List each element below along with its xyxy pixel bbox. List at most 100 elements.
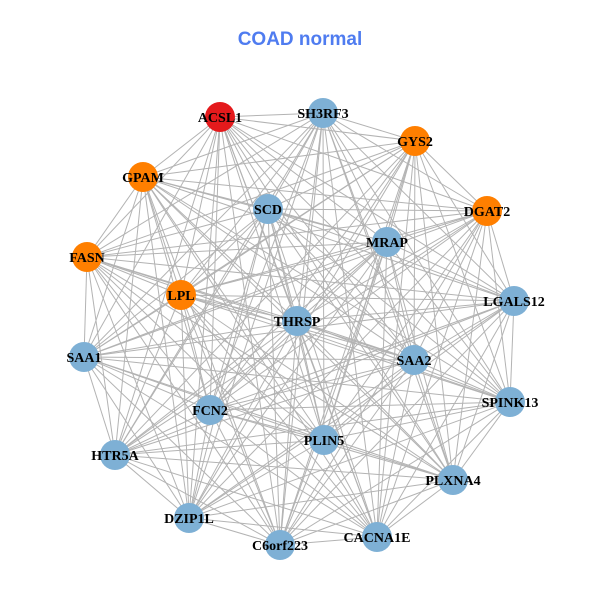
edge-DGAT2-FASN <box>86 210 488 258</box>
node-ACSL1[interactable]: ACSL1 <box>198 102 242 132</box>
edge-PLXNA4-CACNA1E <box>376 479 454 538</box>
edge-THRSP-HTR5A <box>114 320 298 456</box>
edge-GPAM-FASN <box>86 176 144 258</box>
node-circle[interactable] <box>128 162 158 192</box>
edge-ACSL1-HTR5A <box>114 116 221 456</box>
node-THRSP[interactable]: THRSP <box>274 306 321 336</box>
node-circle[interactable] <box>472 196 502 226</box>
edge-SH3RF3-THRSP <box>296 112 324 322</box>
edge-MRAP-LGALS12 <box>386 241 515 302</box>
edge-FCN2-HTR5A <box>114 409 211 456</box>
node-circle[interactable] <box>372 227 402 257</box>
edge-LPL-HTR5A <box>114 294 182 456</box>
edge-SAA1-SPINK13 <box>83 356 511 403</box>
node-SH3RF3[interactable]: SH3RF3 <box>297 98 349 128</box>
edge-SAA1-FCN2 <box>83 356 211 411</box>
edge-GYS2-SCD <box>267 140 416 210</box>
node-MRAP[interactable]: MRAP <box>366 227 408 257</box>
edge-GPAM-PLIN5 <box>142 176 325 441</box>
node-circle[interactable] <box>309 425 339 455</box>
node-label: C6orf223 <box>252 539 308 554</box>
edge-DGAT2-CACNA1E <box>376 210 488 538</box>
node-FASN[interactable]: FASN <box>69 242 105 272</box>
node-label: ACSL1 <box>198 111 242 126</box>
edge-DGAT2-FCN2 <box>209 210 488 411</box>
node-GYS2[interactable]: GYS2 <box>397 126 433 156</box>
edge-SPINK13-C6orf223 <box>279 401 511 546</box>
edge-FASN-PLXNA4 <box>86 256 454 481</box>
node-label: FASN <box>69 251 105 266</box>
edge-LPL-SPINK13 <box>180 294 511 403</box>
edge-LGALS12-CACNA1E <box>376 300 515 538</box>
edge-ACSL1-FCN2 <box>209 116 221 411</box>
edge-PLXNA4-DZIP1L <box>188 479 454 519</box>
edge-MRAP-SAA1 <box>83 241 388 358</box>
edge-SCD-SPINK13 <box>267 208 511 403</box>
node-circle[interactable] <box>399 345 429 375</box>
edge-SCD-LPL <box>180 208 269 296</box>
edge-LPL-LGALS12 <box>180 294 515 302</box>
node-circle[interactable] <box>400 126 430 156</box>
edge-SH3RF3-GPAM <box>142 112 324 178</box>
node-PLIN5[interactable]: PLIN5 <box>304 425 344 455</box>
edge-SAA2-FCN2 <box>209 359 415 411</box>
node-PLXNA4[interactable]: PLXNA4 <box>425 465 481 495</box>
node-label: CACNA1E <box>344 531 411 546</box>
node-LGALS12[interactable]: LGALS12 <box>483 286 545 316</box>
node-circle[interactable] <box>69 342 99 372</box>
node-circle[interactable] <box>495 387 525 417</box>
node-circle[interactable] <box>308 98 338 128</box>
node-circle[interactable] <box>100 440 130 470</box>
node-SAA2[interactable]: SAA2 <box>396 345 432 375</box>
edge-GPAM-DGAT2 <box>142 176 488 212</box>
edge-FCN2-C6orf223 <box>209 409 281 546</box>
node-circle[interactable] <box>174 503 204 533</box>
node-circle[interactable] <box>253 194 283 224</box>
edge-HTR5A-CACNA1E <box>114 454 378 538</box>
node-label: SCD <box>254 203 282 218</box>
edge-FASN-LGALS12 <box>86 256 515 302</box>
edge-ACSL1-GPAM <box>142 116 221 178</box>
node-circle[interactable] <box>72 242 102 272</box>
node-SCD[interactable]: SCD <box>253 194 283 224</box>
node-circle[interactable] <box>195 395 225 425</box>
edge-PLIN5-PLXNA4 <box>323 439 454 481</box>
edge-ACSL1-DGAT2 <box>219 116 488 212</box>
edge-ACSL1-C6orf223 <box>219 116 281 546</box>
node-circle[interactable] <box>362 522 392 552</box>
edge-GYS2-FASN <box>86 140 416 258</box>
edge-SAA1-HTR5A <box>83 356 116 456</box>
node-DZIP1L[interactable]: DZIP1L <box>164 503 214 533</box>
node-HTR5A[interactable]: HTR5A <box>91 440 140 470</box>
node-LPL[interactable]: LPL <box>166 280 196 310</box>
edge-C6orf223-CACNA1E <box>279 536 378 546</box>
node-circle[interactable] <box>499 286 529 316</box>
node-label: GYS2 <box>397 135 433 150</box>
node-FCN2[interactable]: FCN2 <box>192 395 228 425</box>
node-SPINK13[interactable]: SPINK13 <box>482 387 539 417</box>
node-C6orf223[interactable]: C6orf223 <box>252 530 308 560</box>
edge-SH3RF3-CACNA1E <box>322 112 378 538</box>
edge-SPINK13-PLXNA4 <box>452 401 511 481</box>
edge-DGAT2-PLIN5 <box>323 210 488 441</box>
node-DGAT2[interactable]: DGAT2 <box>464 196 510 226</box>
edge-FCN2-DZIP1L <box>188 409 211 519</box>
node-GPAM[interactable]: GPAM <box>122 162 164 192</box>
node-circle[interactable] <box>438 465 468 495</box>
edge-SPINK13-HTR5A <box>114 401 511 456</box>
node-circle[interactable] <box>205 102 235 132</box>
edge-GYS2-C6orf223 <box>279 140 416 546</box>
node-circle[interactable] <box>265 530 295 560</box>
edge-GYS2-PLXNA4 <box>414 140 454 481</box>
node-CACNA1E[interactable]: CACNA1E <box>344 522 411 552</box>
edge-MRAP-HTR5A <box>114 241 388 456</box>
node-label: PLXNA4 <box>425 474 480 489</box>
node-circle[interactable] <box>282 306 312 336</box>
node-circle[interactable] <box>166 280 196 310</box>
node-label: LGALS12 <box>483 295 544 310</box>
edge-DGAT2-PLXNA4 <box>452 210 488 481</box>
node-label: SAA1 <box>66 351 101 366</box>
node-SAA1[interactable]: SAA1 <box>66 342 102 372</box>
